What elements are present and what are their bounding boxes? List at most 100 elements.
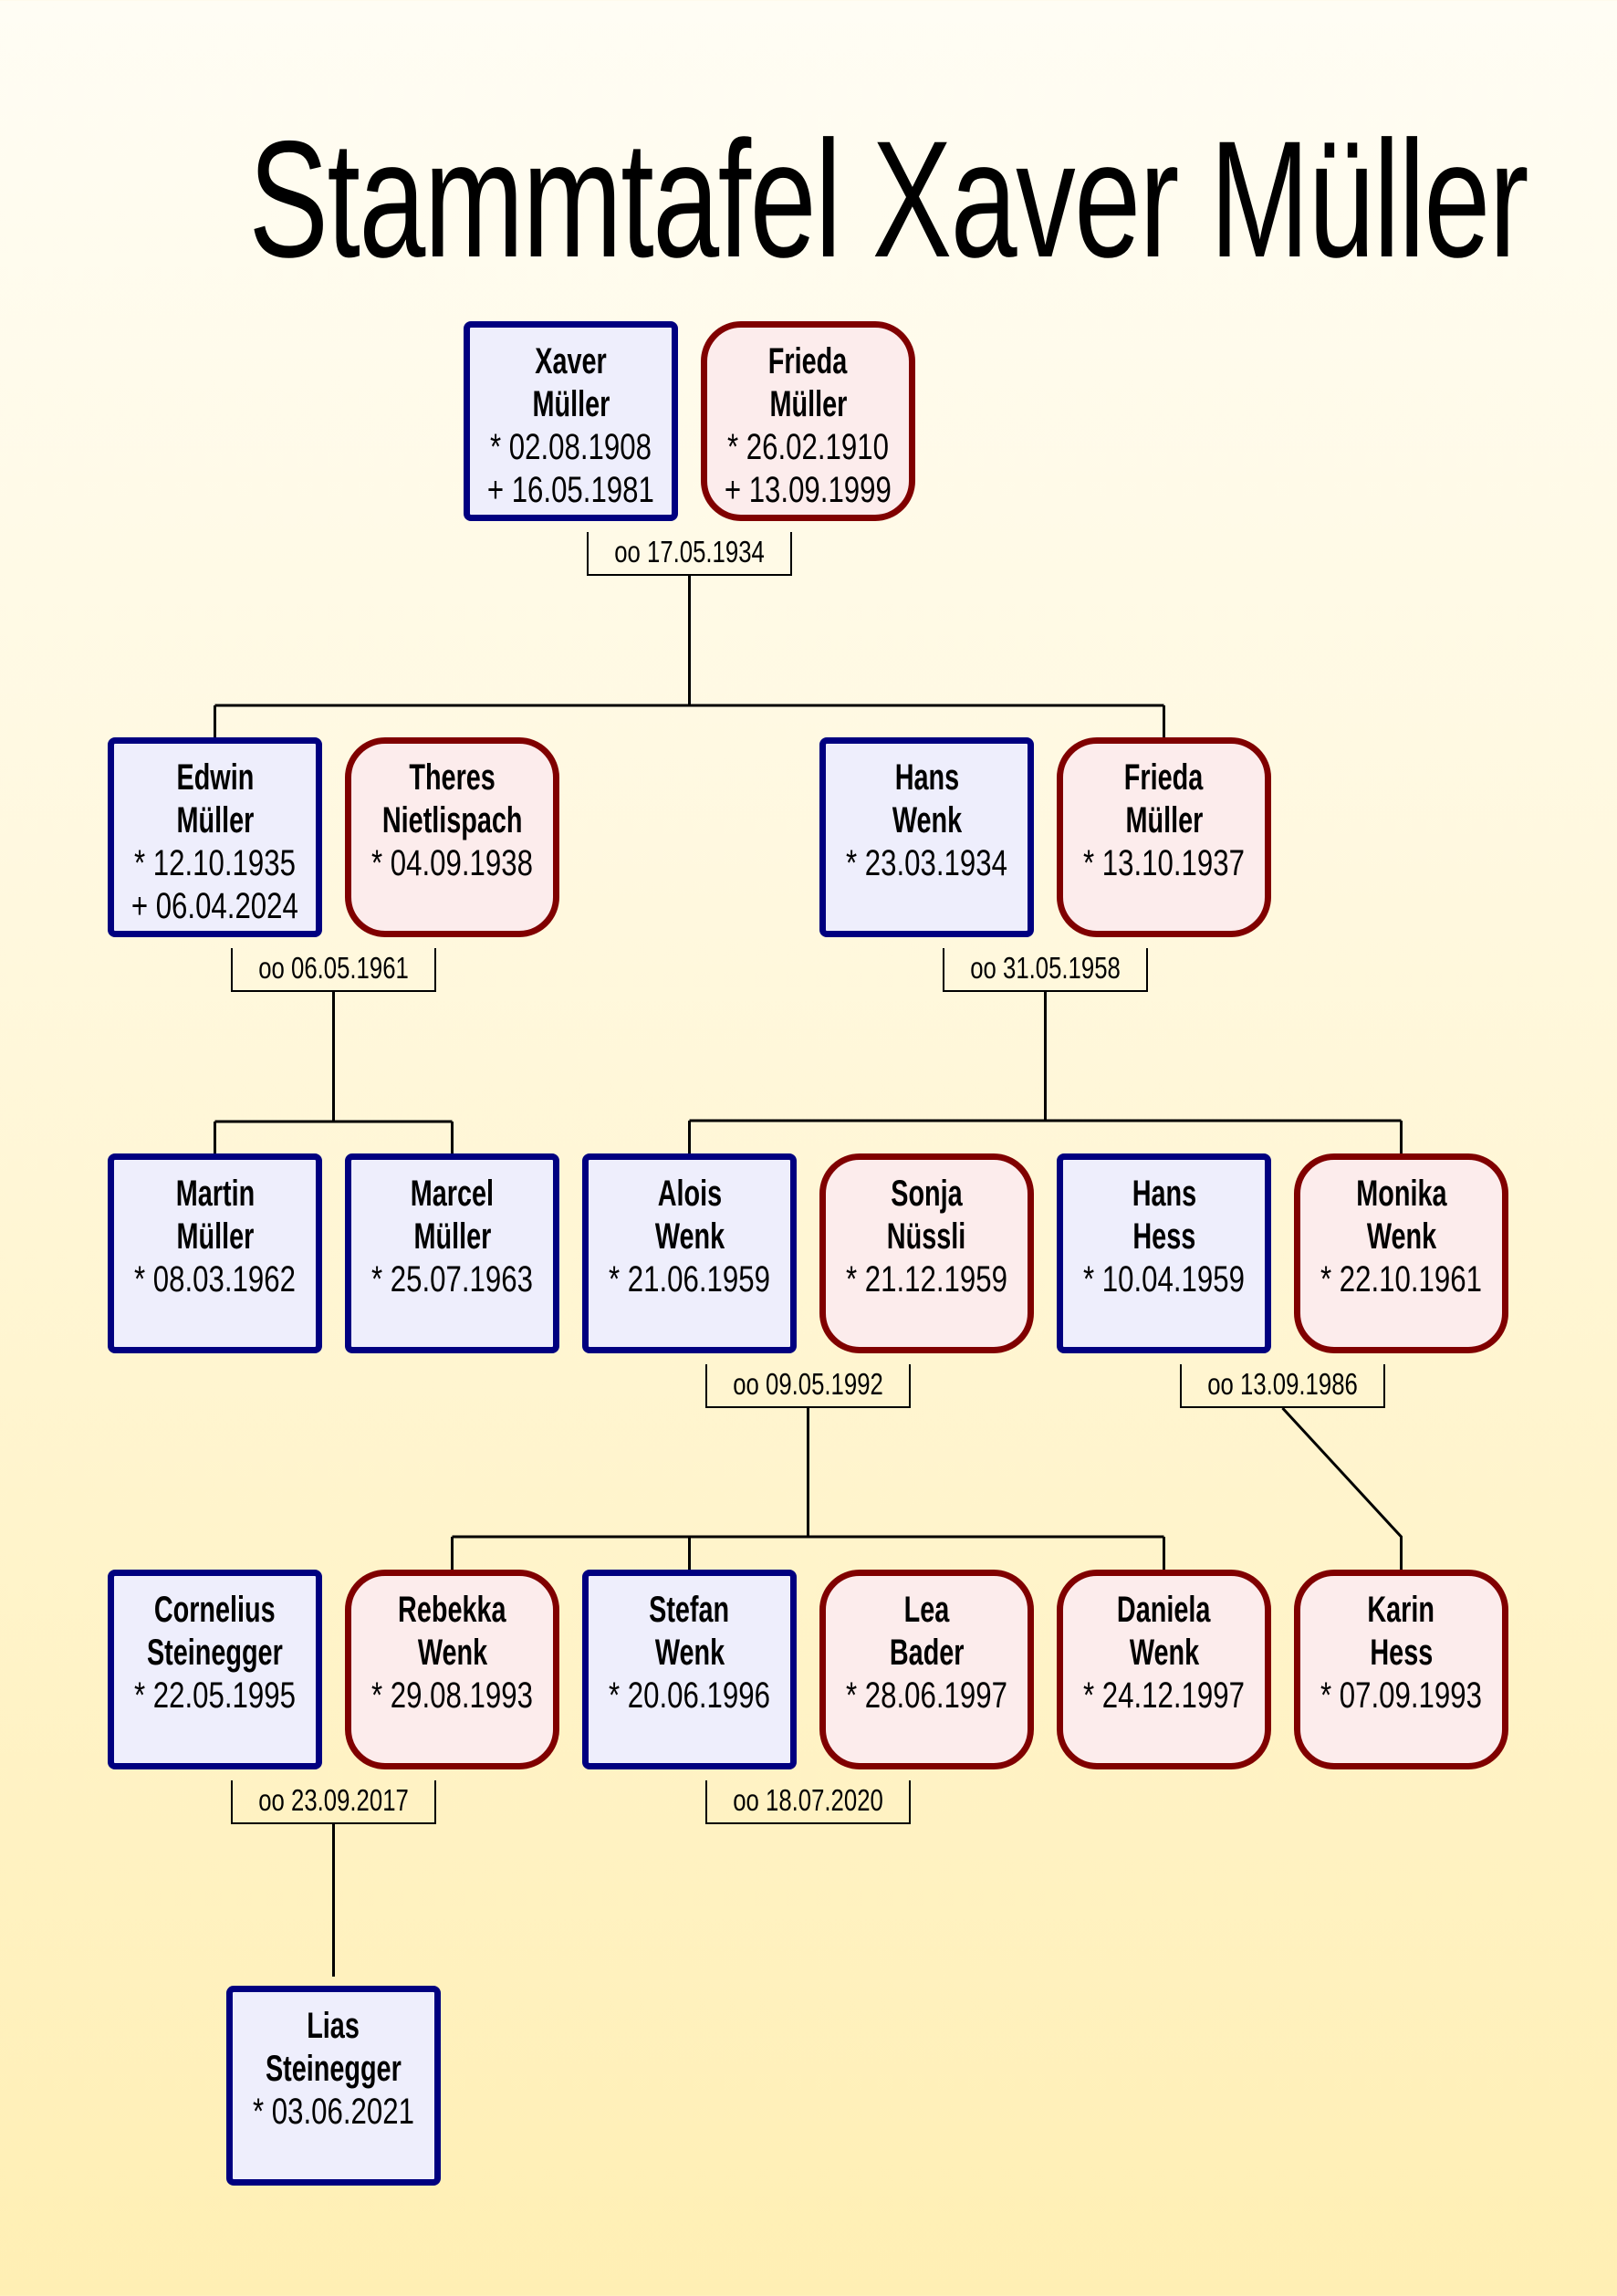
- first-name: Marcel: [410, 1174, 495, 1214]
- person-hans-hess[interactable]: Hans Hess * 10.04.1959: [1057, 1153, 1271, 1353]
- last-name: Nietlispach: [381, 800, 523, 840]
- birth-date: * 22.10.1961: [1320, 1259, 1482, 1299]
- last-name: Hess: [1370, 1633, 1433, 1673]
- last-name: Steinegger: [266, 2049, 402, 2089]
- first-name: Monika: [1355, 1174, 1447, 1214]
- person-sonja-nuessli[interactable]: Sonja Nüssli * 21.12.1959: [819, 1153, 1034, 1353]
- birth-date: * 08.03.1962: [134, 1259, 296, 1299]
- first-name: Karin: [1367, 1590, 1435, 1630]
- person-marcel-mueller[interactable]: Marcel Müller * 25.07.1963: [345, 1153, 559, 1353]
- person-rebekka-wenk[interactable]: Rebekka Wenk * 29.08.1993: [345, 1570, 559, 1769]
- last-name: Wenk: [1129, 1633, 1199, 1673]
- first-name: Rebekka: [398, 1590, 506, 1630]
- person-frieda-mueller-sr[interactable]: Frieda Müller * 26.02.1910 + 13.09.1999: [701, 321, 915, 521]
- marriage-label: oo 17.05.1934: [587, 532, 792, 576]
- person-xaver-mueller[interactable]: Xaver Müller * 02.08.1908 + 16.05.1981: [464, 321, 678, 521]
- birth-date: * 23.03.1934: [846, 843, 1007, 883]
- marriage-label: oo 09.05.1992: [705, 1364, 911, 1408]
- first-name: Frieda: [1124, 757, 1204, 798]
- last-name: Bader: [889, 1633, 965, 1673]
- last-name: Wenk: [1366, 1216, 1436, 1257]
- first-name: Alois: [657, 1174, 722, 1214]
- marriage-date: oo 17.05.1934: [614, 535, 765, 569]
- person-martin-mueller[interactable]: Martin Müller * 08.03.1962: [108, 1153, 322, 1353]
- line-hanswenk-children: [688, 992, 1403, 1153]
- last-name: Wenk: [892, 800, 962, 840]
- first-name: Edwin: [176, 757, 254, 798]
- birth-date: * 12.10.1935: [134, 843, 296, 883]
- last-name: Müller: [413, 1216, 491, 1257]
- person-daniela-wenk[interactable]: Daniela Wenk * 24.12.1997: [1057, 1570, 1271, 1769]
- birth-date: * 28.06.1997: [846, 1675, 1007, 1716]
- marriage-label: oo 23.09.2017: [231, 1780, 436, 1824]
- marriage-date: oo 09.05.1992: [733, 1367, 883, 1401]
- death-date: + 06.04.2024: [130, 886, 299, 926]
- last-name: Hess: [1132, 1216, 1195, 1257]
- line-edwin-children: [214, 992, 454, 1153]
- first-name: Theres: [409, 757, 496, 798]
- birth-date: * 07.09.1993: [1320, 1675, 1482, 1716]
- person-lias-steinegger[interactable]: Lias Steinegger * 03.06.2021: [226, 1986, 441, 2186]
- birth-date: * 03.06.2021: [253, 2092, 414, 2132]
- person-frieda-mueller-jr[interactable]: Frieda Müller * 13.10.1937: [1057, 737, 1271, 937]
- last-name: Müller: [532, 384, 610, 424]
- last-name: Steinegger: [147, 1633, 283, 1673]
- birth-date: * 02.08.1908: [490, 427, 652, 467]
- person-theres-nietlispach[interactable]: Theres Nietlispach * 04.09.1938: [345, 737, 559, 937]
- first-name: Lea: [903, 1590, 950, 1630]
- marriage-date: oo 13.09.1986: [1207, 1367, 1358, 1401]
- marriage-date: oo 18.07.2020: [733, 1783, 883, 1817]
- birth-date: * 21.12.1959: [846, 1259, 1007, 1299]
- birth-date: * 26.02.1910: [727, 427, 889, 467]
- birth-date: * 20.06.1996: [609, 1675, 770, 1716]
- first-name: Daniela: [1117, 1590, 1211, 1630]
- page-title: Stammtafel Xaver Müller: [0, 108, 1617, 290]
- birth-date: * 25.07.1963: [371, 1259, 533, 1299]
- line-hanshess-children: [1281, 1406, 1403, 1570]
- line-xaver-children: [214, 576, 1165, 737]
- marriage-label: oo 18.07.2020: [705, 1780, 911, 1824]
- marriage-label: oo 13.09.1986: [1180, 1364, 1385, 1408]
- birth-date: * 22.05.1995: [134, 1675, 296, 1716]
- birth-date: * 13.10.1937: [1083, 843, 1245, 883]
- last-name: Müller: [769, 384, 847, 424]
- first-name: Martin: [175, 1174, 255, 1214]
- last-name: Wenk: [417, 1633, 487, 1673]
- person-karin-hess[interactable]: Karin Hess * 07.09.1993: [1294, 1570, 1508, 1769]
- first-name: Frieda: [768, 341, 848, 381]
- marriage-date: oo 23.09.2017: [258, 1783, 409, 1817]
- birth-date: * 21.06.1959: [609, 1259, 770, 1299]
- last-name: Müller: [176, 1216, 254, 1257]
- birth-date: * 29.08.1993: [371, 1675, 533, 1716]
- first-name: Hans: [894, 757, 959, 798]
- marriage-label: oo 31.05.1958: [943, 948, 1148, 992]
- death-date: + 16.05.1981: [486, 470, 655, 510]
- title-text: Stammtafel Xaver Müller: [248, 106, 1529, 292]
- first-name: Cornelius: [154, 1590, 276, 1630]
- birth-date: * 24.12.1997: [1083, 1675, 1245, 1716]
- birth-date: * 04.09.1938: [371, 843, 533, 883]
- person-lea-bader[interactable]: Lea Bader * 28.06.1997: [819, 1570, 1034, 1769]
- marriage-date: oo 31.05.1958: [970, 951, 1121, 985]
- last-name: Müller: [1125, 800, 1203, 840]
- person-monika-wenk[interactable]: Monika Wenk * 22.10.1961: [1294, 1153, 1508, 1353]
- person-edwin-mueller[interactable]: Edwin Müller * 12.10.1935 + 06.04.2024: [108, 737, 322, 937]
- first-name: Xaver: [535, 341, 607, 381]
- last-name: Nüssli: [887, 1216, 966, 1257]
- marriage-date: oo 06.05.1961: [258, 951, 409, 985]
- last-name: Müller: [176, 800, 254, 840]
- first-name: Sonja: [891, 1174, 963, 1214]
- first-name: Lias: [307, 2006, 360, 2046]
- birth-date: * 10.04.1959: [1083, 1259, 1245, 1299]
- first-name: Hans: [1132, 1174, 1196, 1214]
- marriage-label: oo 06.05.1961: [231, 948, 436, 992]
- death-date: + 13.09.1999: [724, 470, 892, 510]
- person-stefan-wenk[interactable]: Stefan Wenk * 20.06.1996: [582, 1570, 797, 1769]
- last-name: Wenk: [654, 1633, 725, 1673]
- last-name: Wenk: [654, 1216, 725, 1257]
- person-hans-wenk[interactable]: Hans Wenk * 23.03.1934: [819, 737, 1034, 937]
- line-alois-children: [451, 1408, 1165, 1570]
- person-alois-wenk[interactable]: Alois Wenk * 21.06.1959: [582, 1153, 797, 1353]
- person-cornelius-steinegger[interactable]: Cornelius Steinegger * 22.05.1995: [108, 1570, 322, 1769]
